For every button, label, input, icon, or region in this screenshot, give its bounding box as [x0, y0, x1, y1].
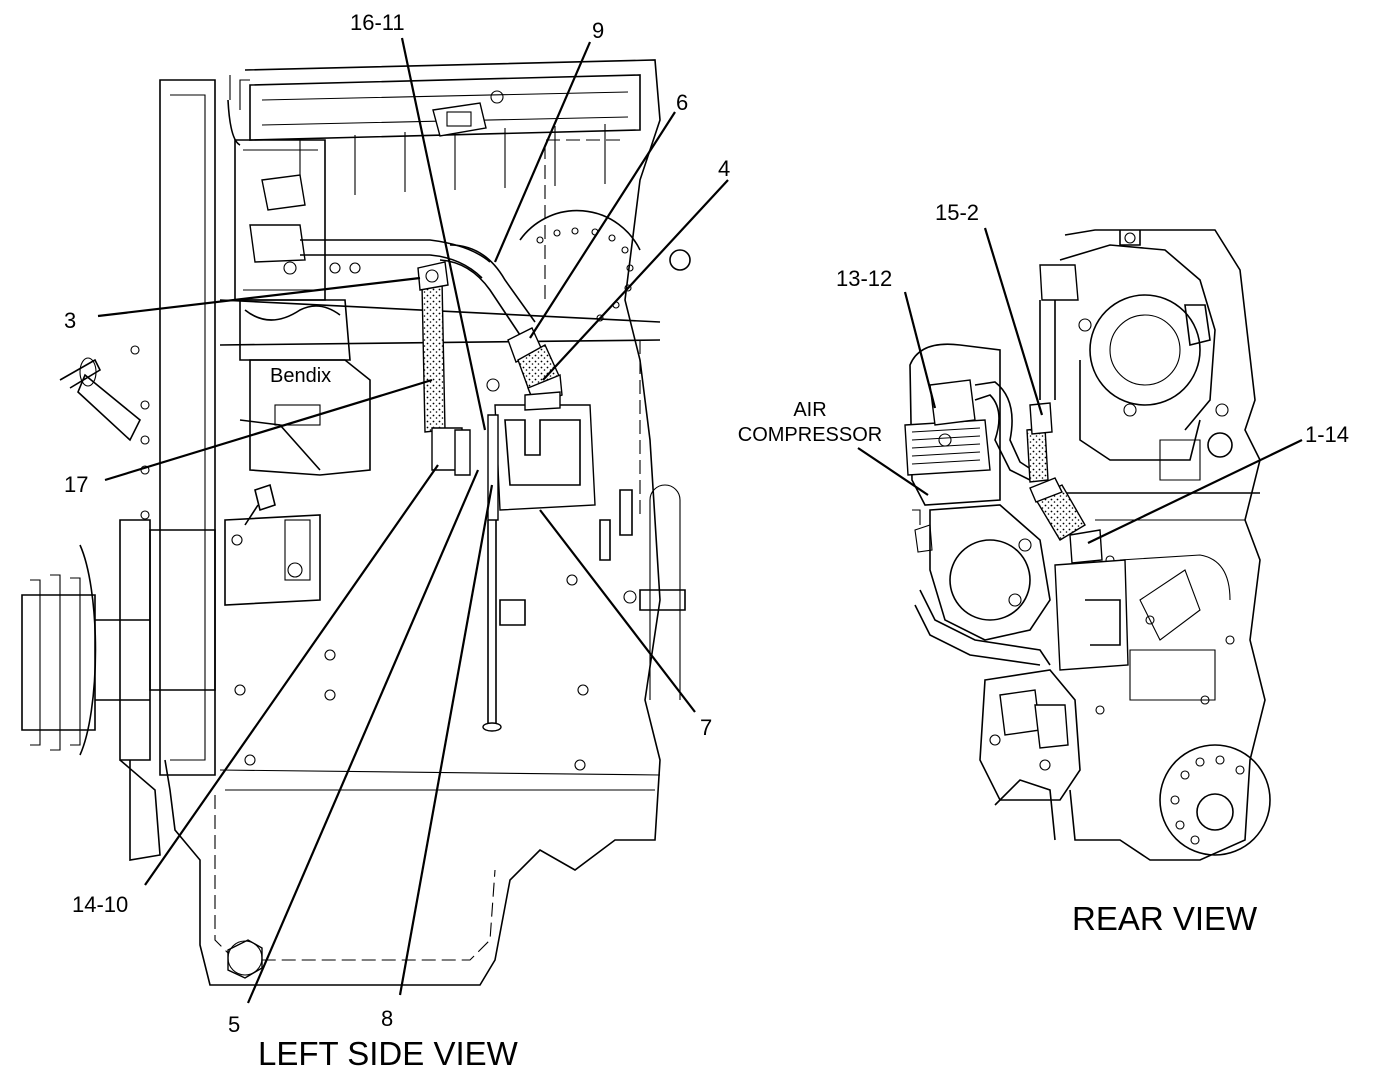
callout-8: 8 — [381, 1006, 393, 1031]
callout-17: 17 — [64, 472, 88, 497]
callout-6: 6 — [676, 90, 688, 115]
air-compressor-left-view: Bendix — [227, 75, 491, 526]
breather-7 — [487, 391, 596, 521]
tube-9 — [439, 244, 536, 336]
callout-13-12: 13-12 — [836, 266, 892, 291]
rear-view-engine — [979, 229, 1271, 861]
callout-labels: 16-11 9 6 4 3 17 14-10 5 8 7 15-2 13-12 … — [64, 10, 1349, 1037]
rear-view-caption: REAR VIEW — [1072, 900, 1258, 937]
air-compressor-label-line1: AIR — [793, 399, 826, 421]
hose-17 — [417, 261, 471, 476]
callout-5: 5 — [228, 1012, 240, 1037]
drain-plug — [227, 939, 263, 979]
left-side-view-caption: LEFT SIDE VIEW — [258, 1035, 519, 1072]
rear-hose — [1026, 264, 1086, 541]
callout-9: 9 — [592, 18, 604, 43]
air-compressor-label-line2: COMPRESSOR — [738, 424, 882, 446]
bendix-marking: Bendix — [270, 365, 331, 387]
callout-4: 4 — [718, 156, 730, 181]
callout-1-14: 1-14 — [1305, 422, 1349, 447]
callout-16-11: 16-11 — [350, 10, 405, 35]
left-side-fitting — [59, 357, 142, 442]
callout-3: 3 — [64, 308, 76, 333]
air-compressor-label: AIR COMPRESSOR — [738, 399, 882, 446]
callout-7: 7 — [700, 715, 712, 740]
leader-lines — [97, 37, 1303, 1004]
callout-15-2: 15-2 — [935, 200, 979, 225]
callout-14-10: 14-10 — [72, 892, 128, 917]
air-compressor-rear-view — [904, 343, 1051, 666]
crankshaft-pulley — [21, 544, 150, 756]
left-side-view-engine — [21, 59, 691, 986]
